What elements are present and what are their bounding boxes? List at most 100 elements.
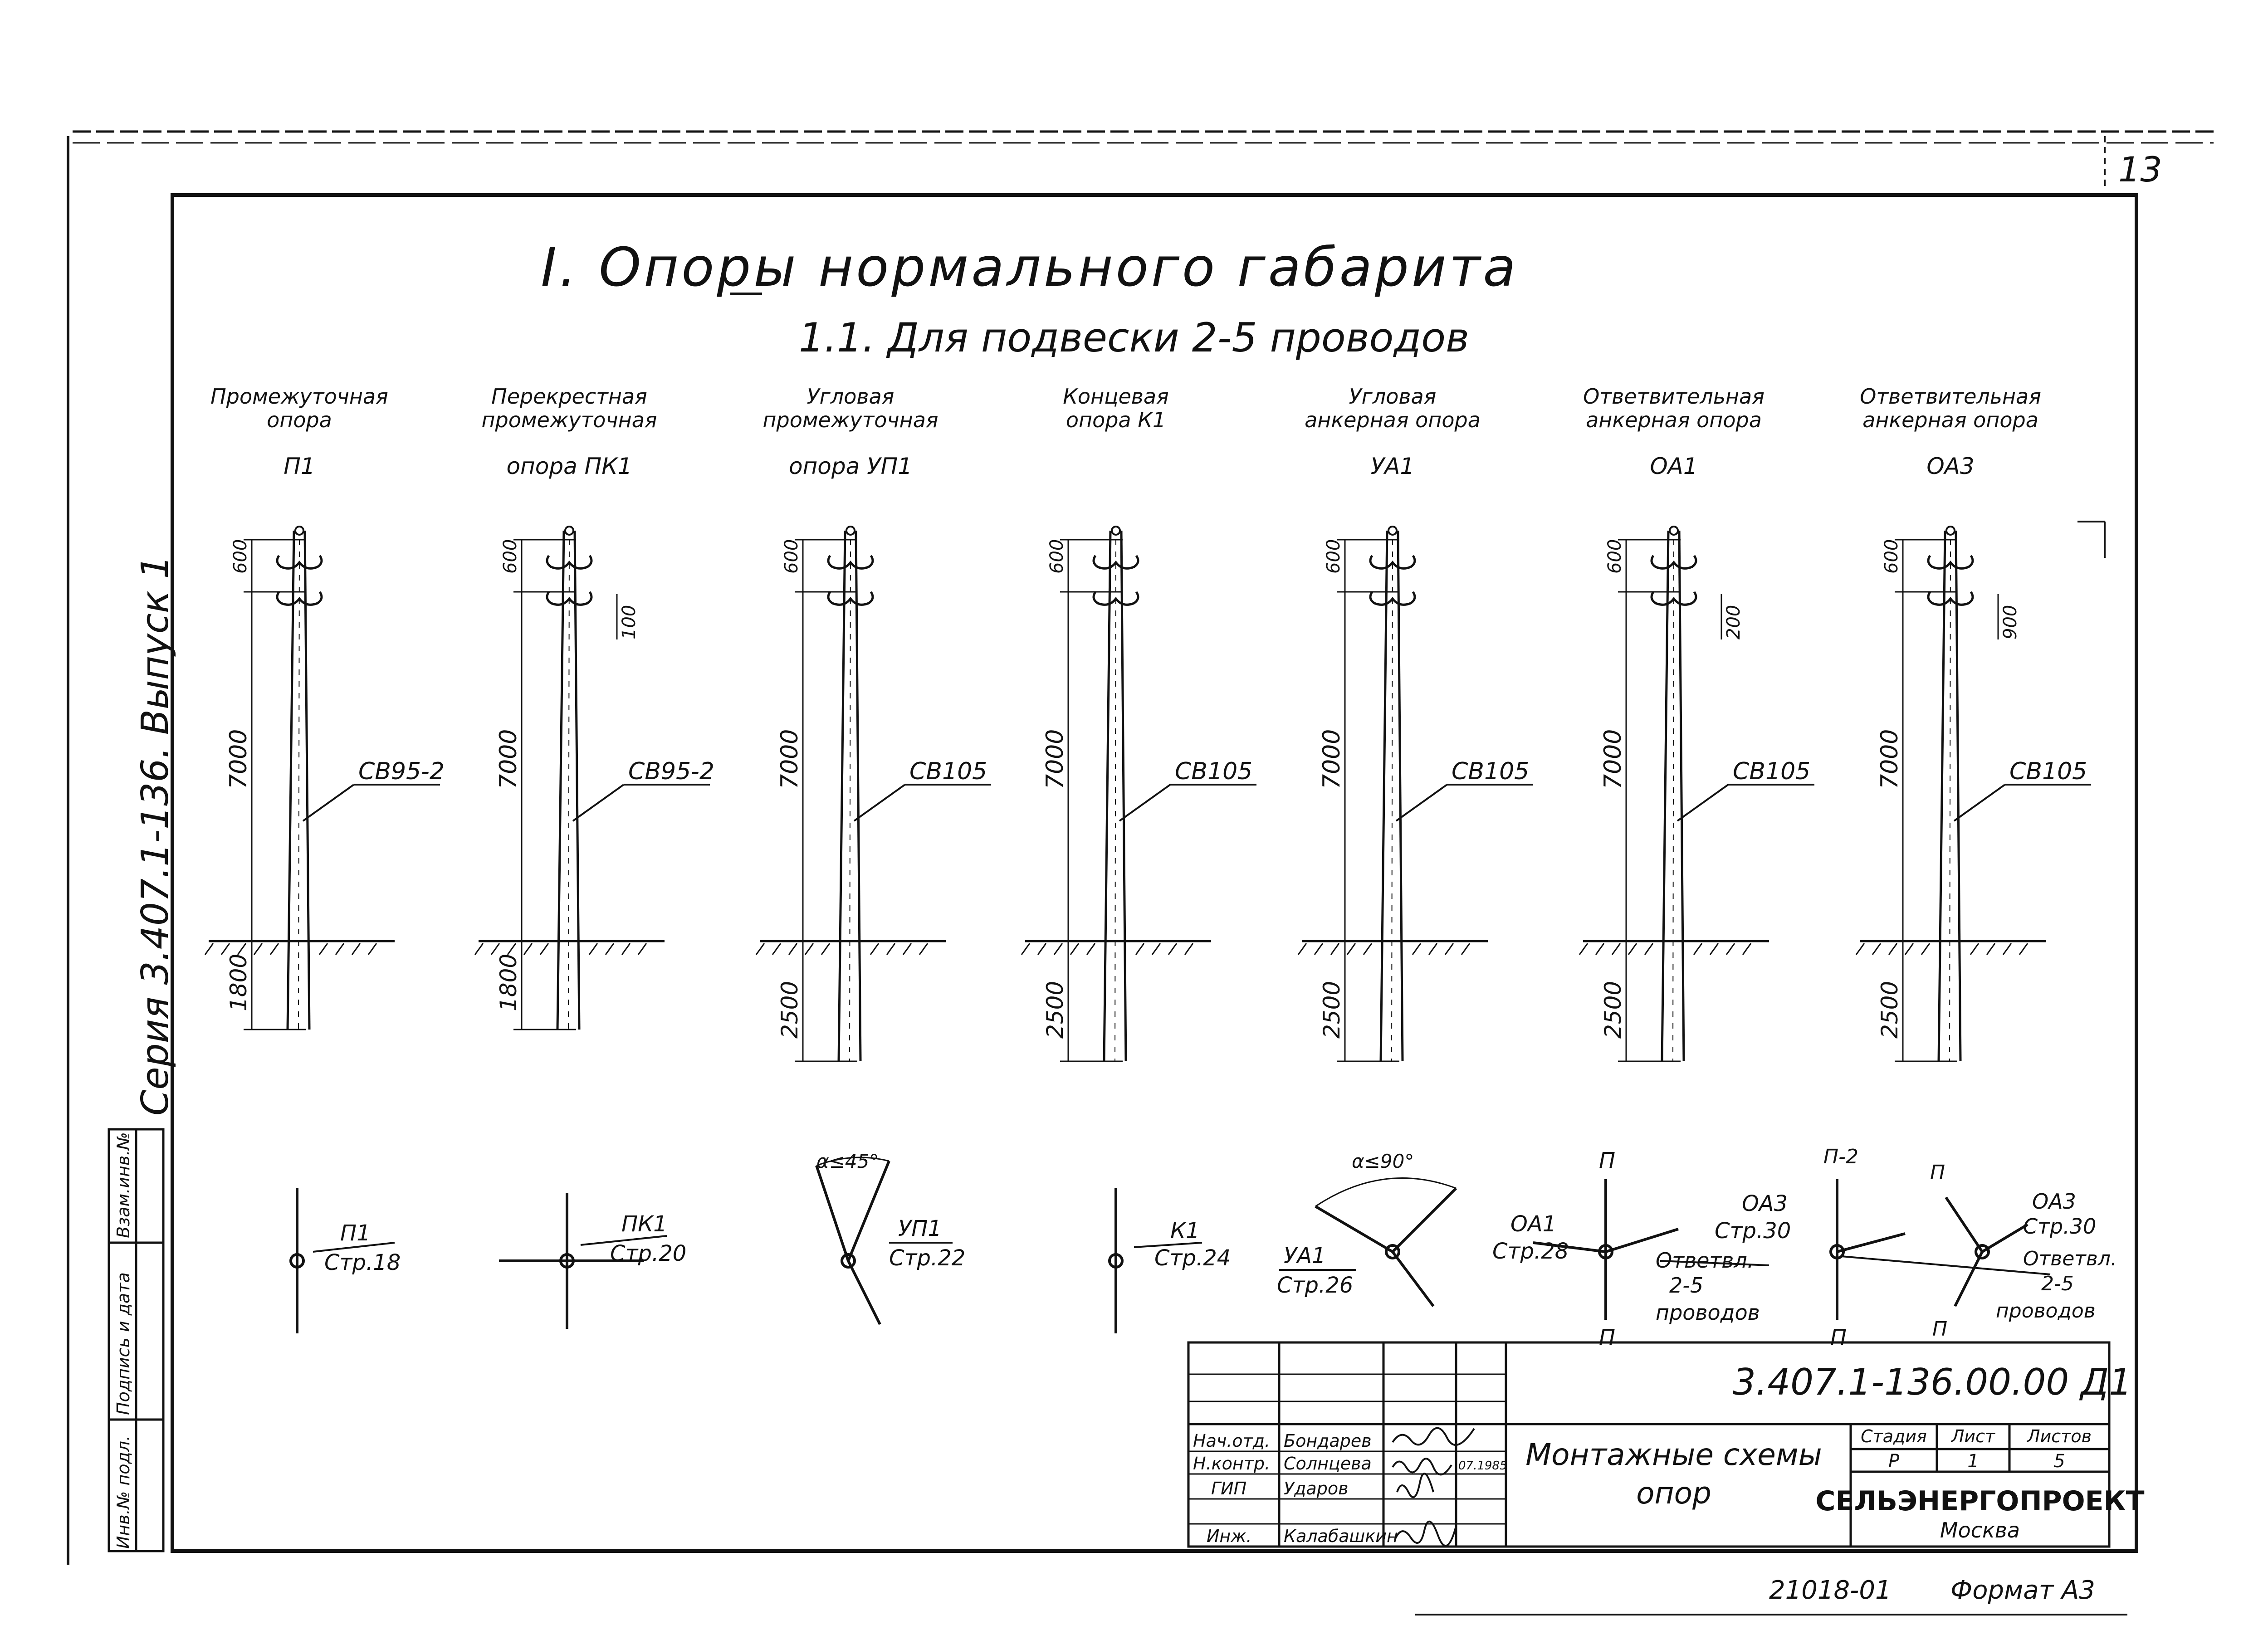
- pole-line: [855, 530, 862, 1062]
- signatures: [1392, 1427, 1475, 1547]
- dimension-value: 600: [1881, 539, 1902, 574]
- plan-oa3-branch-w: проводов: [1996, 1299, 2096, 1323]
- support-name-line: анкерная опора: [1586, 408, 1762, 432]
- support-code: опора УП1: [789, 453, 912, 479]
- plan-letter-oa3-node-top: П: [1930, 1161, 1945, 1184]
- dimension-value: 600: [1323, 539, 1344, 574]
- support-name-line: Угловая: [1349, 384, 1437, 409]
- plan-oa3-branch-n: 2-5: [2041, 1272, 2074, 1295]
- pole-line: [1678, 530, 1685, 1062]
- leader-line: [1119, 784, 1171, 822]
- plan-oa1-branch-w: проводов: [1656, 1300, 1760, 1325]
- title-main: I. Опоры нормального габарита: [541, 236, 1518, 298]
- ground-hatch: [1037, 943, 1047, 955]
- post-type-label: СВ105: [1452, 758, 1529, 785]
- plan-labels: П1 Стр.18 ПК1 Стр.20 α≤45° УП1 Стр.22 К1…: [324, 1145, 2117, 1350]
- dimension-value: 2500: [777, 981, 803, 1039]
- plan-label-k1: К1: [1170, 1218, 1200, 1244]
- ground-hatch: [1346, 943, 1356, 955]
- plan-letter-oa1-top: П: [1599, 1148, 1615, 1173]
- sheet-corner-number: 13: [2118, 149, 2162, 190]
- title-block-role-3: Инж.: [1207, 1526, 1252, 1546]
- ground-hatch: [1135, 943, 1145, 955]
- ground-hatch: [1021, 943, 1031, 955]
- plan-page-k1: Стр.24: [1154, 1245, 1231, 1271]
- ground-hatch: [204, 943, 214, 955]
- insulator-bracket: [1650, 555, 1697, 570]
- ground-hatch: [1151, 943, 1161, 955]
- dimension-value-right: 200: [1723, 605, 1744, 639]
- title-block-name-2: Ударов: [1284, 1479, 1348, 1498]
- title-block-val-sheet: 1: [1967, 1451, 1979, 1472]
- post-type-label: СВ95-2: [358, 758, 445, 785]
- leader-line: [302, 784, 355, 822]
- plan-oa1-tag: ОА3: [1742, 1191, 1788, 1216]
- ground-hatch: [637, 943, 647, 955]
- ground-hatch: [1070, 943, 1080, 955]
- dimension-value-right: 900: [2000, 605, 2021, 639]
- pole-line: [1103, 530, 1112, 1062]
- ground-hatch: [1412, 943, 1422, 955]
- dimension-value: 7000: [1876, 729, 1903, 789]
- ground-hatch: [886, 943, 896, 955]
- pole-line: [1937, 530, 1946, 1062]
- pole-cap: [1111, 526, 1121, 536]
- plan-oa1-page: Стр.30: [1715, 1218, 1791, 1244]
- plan-page-up1: Стр.22: [889, 1245, 965, 1271]
- ground-hatch: [1970, 943, 1980, 955]
- support-code: УА1: [1371, 453, 1414, 479]
- dimension-value: 600: [781, 539, 802, 574]
- title-block-doc-title-2: опор: [1636, 1476, 1711, 1511]
- plan-label-ua1: УА1: [1284, 1243, 1326, 1269]
- ground-hatch: [1053, 943, 1063, 955]
- leader-line: [1395, 784, 1448, 822]
- footer-inv-number: 21018-01: [1769, 1576, 1892, 1605]
- dimension-value: 2500: [1877, 981, 1903, 1039]
- dimension-value: 7000: [225, 729, 252, 789]
- dimension-value: 600: [1046, 539, 1067, 574]
- dimension-value: 7000: [495, 729, 522, 789]
- ground-hatch: [788, 943, 798, 955]
- ground-hatch: [1611, 943, 1621, 955]
- pole-line: [1120, 530, 1127, 1062]
- insulator-bracket: [276, 591, 323, 606]
- insulator-bracket: [546, 555, 593, 570]
- post-type-label: СВ95-2: [628, 758, 714, 785]
- plan-angle-up1: α≤45°: [816, 1150, 879, 1172]
- support-name-line: Ответвительная: [1583, 384, 1765, 409]
- title-block-col-sheet: Лист: [1950, 1426, 1996, 1446]
- leader-line: [853, 784, 906, 822]
- title-block-val-sheets: 5: [2053, 1451, 2065, 1472]
- leader-line: [1677, 784, 1729, 822]
- ground-hatch: [2002, 943, 2012, 955]
- ground-hatch: [1314, 943, 1324, 955]
- plan-p1: [289, 1188, 395, 1333]
- pole-line: [286, 530, 295, 1030]
- title-block-name-3: Калабашкин: [1284, 1526, 1398, 1546]
- ground-hatch: [1595, 943, 1605, 955]
- sheet-frame: [67, 130, 2214, 1565]
- support-name-line: промежуточная: [763, 408, 938, 432]
- ground-hatch: [490, 943, 500, 955]
- dimension-value: 2500: [1319, 981, 1345, 1039]
- title-block-city: Москва: [1940, 1518, 2020, 1542]
- ground-hatch: [351, 943, 361, 955]
- ground-hatch: [1644, 943, 1654, 955]
- ground-hatch: [1168, 943, 1178, 955]
- plan-letter-oa1-bottom: П: [1599, 1325, 1615, 1350]
- ground-hatch: [1297, 943, 1307, 955]
- dimension-value: 7000: [1318, 729, 1345, 789]
- ground-hatch: [804, 943, 814, 955]
- plan-views: [289, 1157, 2051, 1333]
- support-name-line: Промежуточная: [210, 384, 388, 409]
- support-name-line: Угловая: [807, 384, 894, 409]
- insulator-bracket: [1092, 555, 1139, 570]
- ground-hatch: [1693, 943, 1703, 955]
